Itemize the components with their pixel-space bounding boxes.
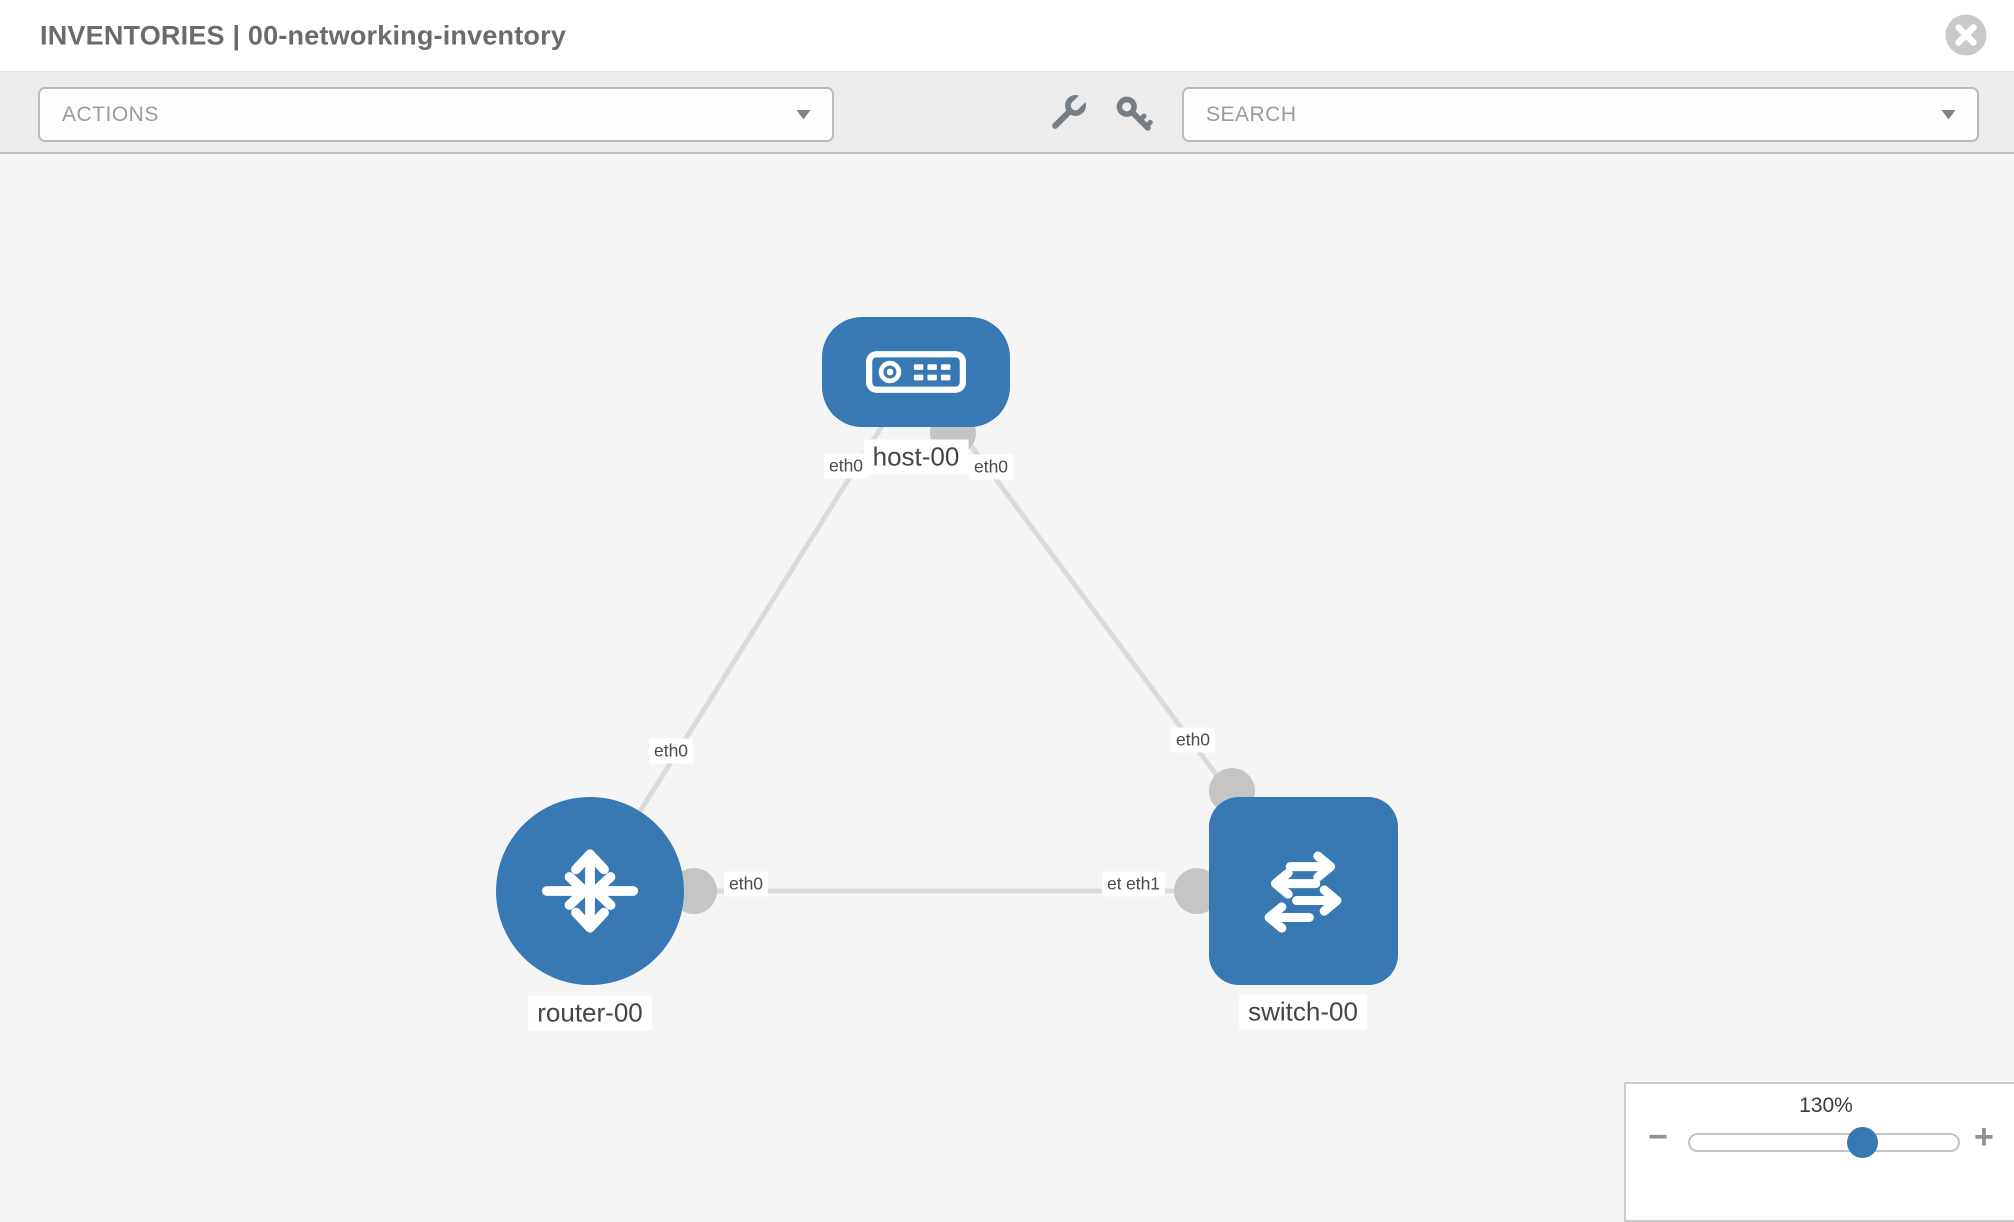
interface-label: eth0 <box>724 872 768 897</box>
node-router-00[interactable] <box>496 797 684 985</box>
wrench-icon <box>1046 93 1088 135</box>
zoom-out-button[interactable]: − <box>1648 1120 1668 1154</box>
node-label-switch-00: switch-00 <box>1239 995 1367 1030</box>
actions-dropdown-label: ACTIONS <box>62 103 159 127</box>
interface-label: eth0 <box>824 454 868 479</box>
router-icon <box>536 837 644 945</box>
interface-label: eth0 <box>649 739 693 764</box>
zoom-in-button[interactable]: + <box>1974 1120 1994 1154</box>
actions-dropdown[interactable]: ACTIONS <box>38 87 834 142</box>
interface-label: eth0 <box>1171 728 1215 753</box>
close-button[interactable] <box>1944 13 1988 57</box>
zoom-percent-label: 130% <box>1626 1094 2014 1118</box>
node-label-host-00: host-00 <box>864 440 969 475</box>
page-title: INVENTORIES | 00-networking-inventory <box>40 20 566 51</box>
chevron-down-icon <box>795 108 812 121</box>
zoom-slider-knob[interactable] <box>1847 1127 1878 1158</box>
zoom-slider[interactable] <box>1688 1133 1960 1152</box>
toolbar: ACTIONS SEARCH <box>0 72 2014 154</box>
credentials-button[interactable] <box>1111 92 1157 138</box>
configure-button[interactable] <box>1044 92 1090 138</box>
close-icon <box>1944 13 1988 57</box>
interface-label: eth1 <box>1121 872 1165 897</box>
interface-label: eth0 <box>969 455 1013 480</box>
search-dropdown-label: SEARCH <box>1206 103 1297 127</box>
switch-icon <box>1250 838 1356 944</box>
zoom-panel: 130% − + <box>1624 1082 2014 1222</box>
chevron-down-icon <box>1940 108 1957 121</box>
node-switch-00[interactable] <box>1209 797 1398 985</box>
search-dropdown[interactable]: SEARCH <box>1182 87 1979 142</box>
node-host-00[interactable] <box>822 317 1010 427</box>
host-icon <box>866 351 966 393</box>
node-label-router-00: router-00 <box>528 996 652 1031</box>
header-bar: INVENTORIES | 00-networking-inventory <box>0 0 2014 72</box>
key-icon <box>1113 93 1155 135</box>
